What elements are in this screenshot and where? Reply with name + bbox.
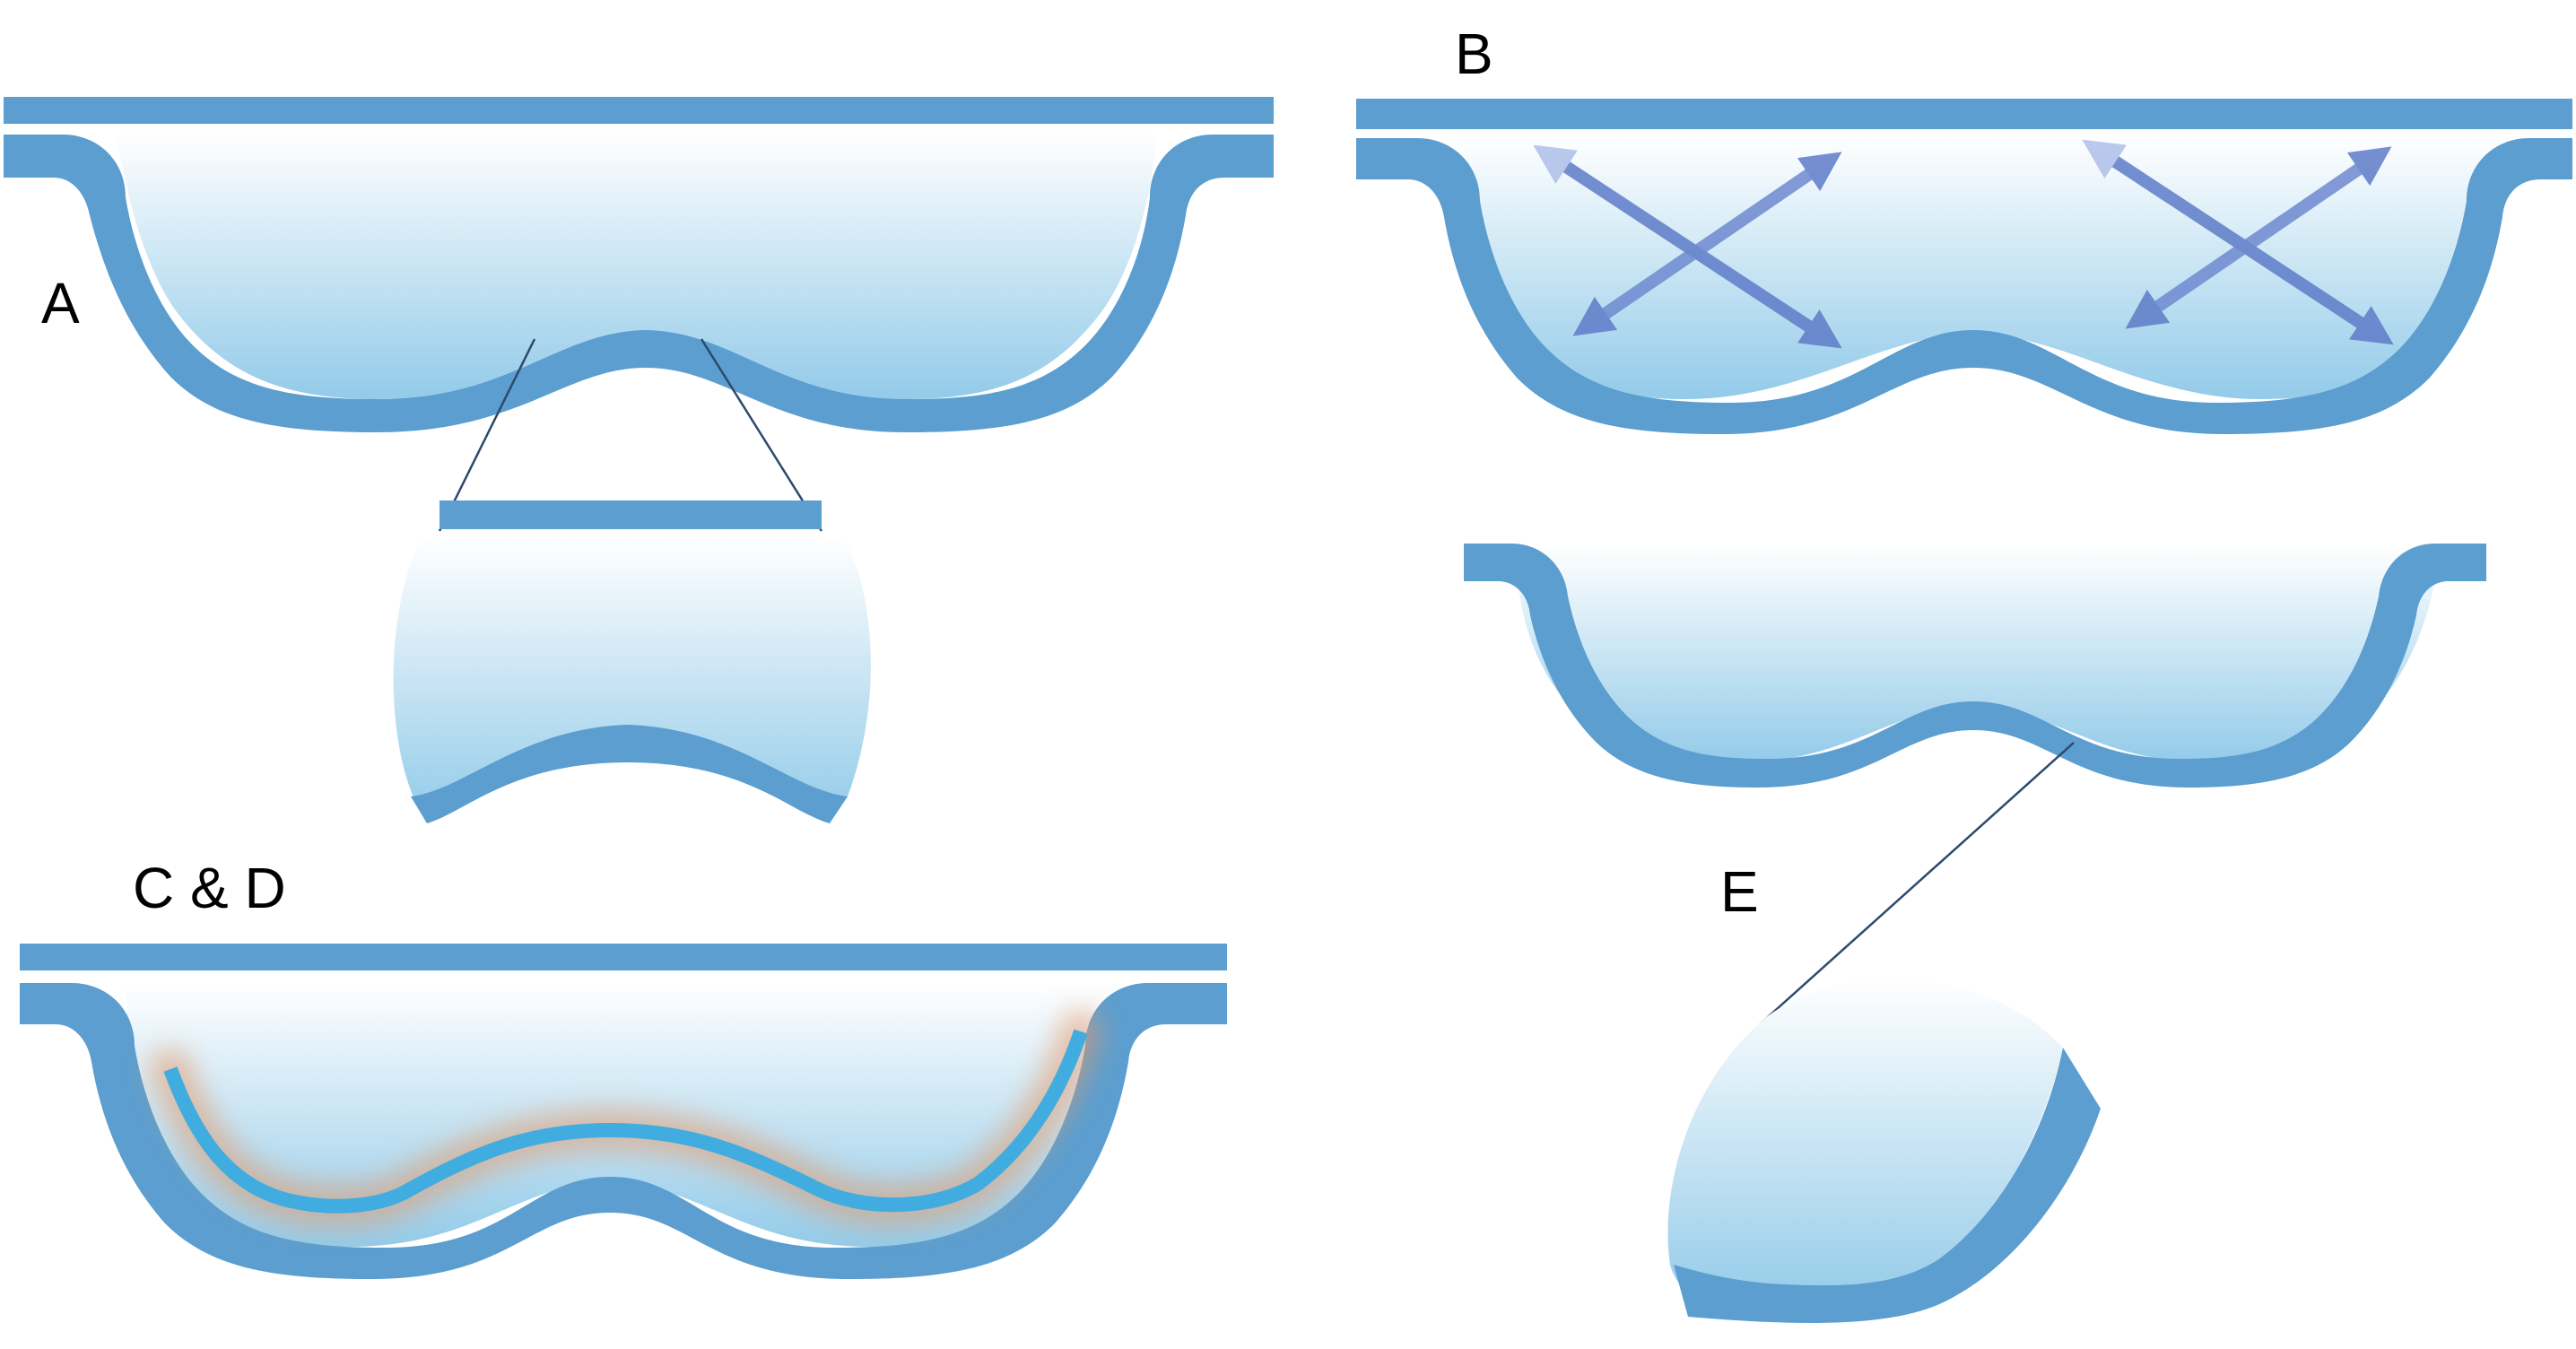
panel-label-a: A (41, 271, 80, 335)
panel-b-arrow-left-2 (1572, 152, 1842, 336)
panel-e-inset-wall (1674, 1048, 2101, 1323)
panel-a-leader-line-left (438, 338, 536, 532)
panel-e-leader-line (1759, 742, 2075, 1025)
panel-cd: C & D (20, 856, 1227, 1279)
panel-e-inset-fluid (1667, 979, 2063, 1308)
panel-e-magnified-inset (1667, 979, 2101, 1323)
panel-cd-lens-line (163, 1029, 1088, 1214)
panel-a-leader-line-right (700, 338, 823, 532)
panel-b-top-plate (1356, 99, 2572, 129)
panel-label-b: B (1455, 22, 1493, 86)
panel-a-inset-wall (411, 725, 848, 823)
panel-a: A (4, 97, 1274, 823)
panel-e-fluid (1516, 545, 2440, 762)
panel-label-cd: C & D (133, 856, 286, 920)
panel-a-inset-fluid (393, 536, 871, 821)
panel-a-fluid (117, 133, 1157, 399)
panel-b: B (1356, 22, 2572, 434)
panel-e: E (1464, 544, 2486, 1323)
panel-a-inset-top-plate (439, 500, 822, 529)
panel-cd-container-wall (20, 983, 1227, 1279)
panel-a-top-plate (4, 97, 1274, 124)
panel-b-arrow-right-2 (2125, 146, 2392, 329)
panel-a-magnified-inset (393, 500, 871, 823)
panel-cd-top-plate (20, 944, 1227, 970)
panel-label-e: E (1720, 859, 1759, 924)
